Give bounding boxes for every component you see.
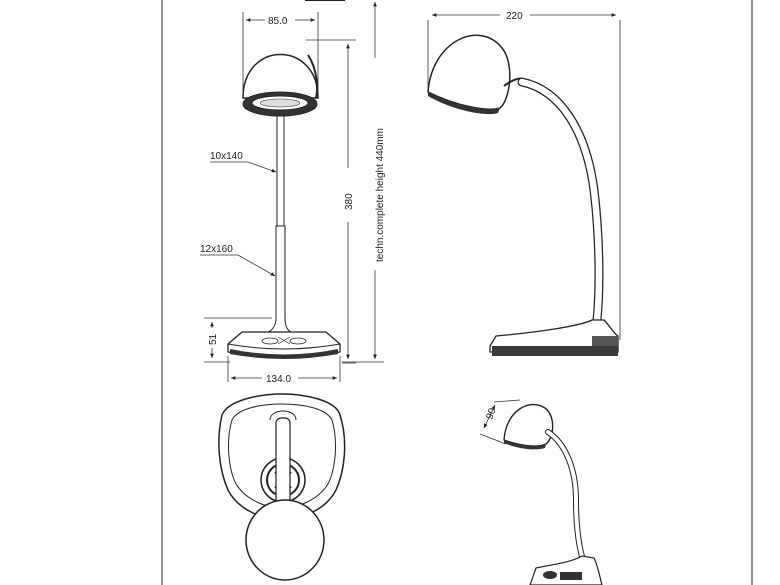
label-lower-arm: 12x160	[200, 244, 233, 255]
label-upper-arm: 10x140	[210, 151, 243, 162]
front-view: 85.0 10x140 12x160 380 techn.complete he…	[200, 1, 386, 385]
side-gooseneck	[517, 77, 604, 325]
dim-arm-height: 380	[344, 193, 355, 210]
dim-base-height: 51	[208, 333, 219, 345]
side-base	[489, 319, 619, 353]
top-arm	[275, 417, 291, 505]
detail-head	[503, 403, 554, 447]
detail-view: 90	[479, 399, 603, 585]
detail-base	[529, 555, 603, 585]
top-view	[218, 393, 346, 581]
dim-head-angle: 90	[484, 406, 498, 421]
front-upper-arm	[276, 115, 285, 227]
dim-overall-width: 220	[506, 11, 523, 22]
dim-head-width: 85.0	[268, 16, 288, 27]
dim-complete-height: techn.complete height 440mm	[375, 128, 386, 262]
frame	[161, 0, 753, 585]
dim-base-width: 134.0	[266, 374, 291, 385]
top-head	[245, 499, 325, 581]
front-head	[242, 53, 319, 99]
front-lower-arm	[275, 225, 286, 327]
side-view: 220	[427, 11, 621, 356]
